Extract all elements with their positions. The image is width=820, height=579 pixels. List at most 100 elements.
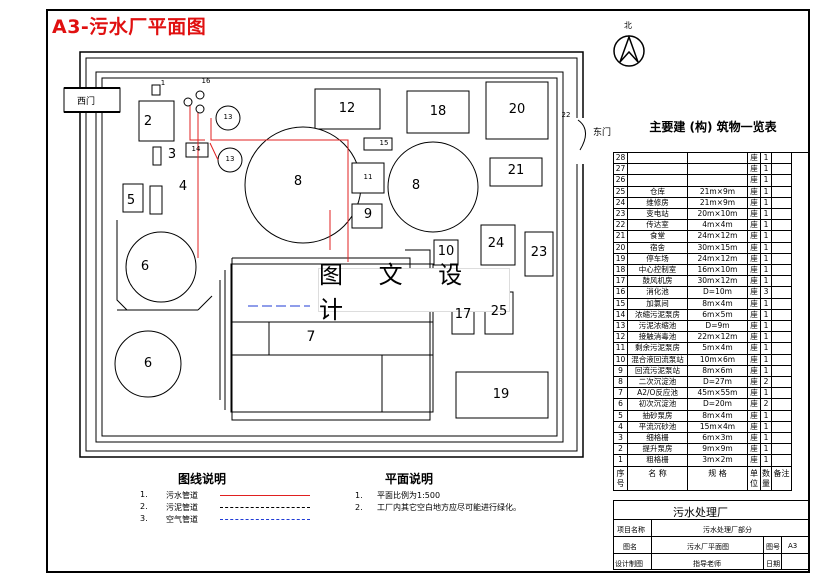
row-note xyxy=(772,433,792,445)
row-unit: 座 xyxy=(748,377,761,389)
no-value: A3 xyxy=(788,542,798,550)
row-name: 平流沉砂池 xyxy=(628,421,688,433)
note-text: 平面比例为1:500 xyxy=(377,491,441,500)
row-qty: 2 xyxy=(761,377,772,389)
table-head-cell: 序号 xyxy=(614,466,628,491)
row-note xyxy=(772,287,792,299)
row-spec: D=27m xyxy=(688,377,748,389)
structure-label: 10 xyxy=(437,244,455,260)
row-note xyxy=(772,388,792,400)
row-qty: 1 xyxy=(761,354,772,366)
svg-text:西门: 西门 xyxy=(77,95,95,107)
row-unit: 座 xyxy=(748,444,761,456)
structure-label: 20 xyxy=(508,102,526,118)
row-spec: 21m×9m xyxy=(688,197,748,209)
row-spec: D=20m xyxy=(688,399,748,411)
row-name: 停车场 xyxy=(628,253,688,265)
row-name: 剩余污泥泵房 xyxy=(628,343,688,355)
row-unit: 座 xyxy=(748,276,761,288)
row-name: 消化池 xyxy=(628,287,688,299)
table-head-cell: 备注 xyxy=(772,466,792,491)
site-structures xyxy=(114,81,554,419)
row-name: 提升泵房 xyxy=(628,444,688,456)
row-name: 仓库 xyxy=(628,186,688,198)
row-note xyxy=(772,455,792,467)
row-note xyxy=(772,164,792,176)
row-unit: 座 xyxy=(748,421,761,433)
row-qty: 1 xyxy=(761,343,772,355)
structure-label: 24 xyxy=(487,236,505,252)
row-note xyxy=(772,265,792,277)
row-note xyxy=(772,197,792,209)
row-qty: 3 xyxy=(761,287,772,299)
row-qty: 1 xyxy=(761,153,772,165)
row-name: 传达室 xyxy=(628,220,688,232)
structure-label: 17 xyxy=(454,307,472,323)
project-name: 污水处理厂 xyxy=(673,506,728,519)
structure-label: 12 xyxy=(338,101,356,117)
structure-label: 9 xyxy=(363,207,373,223)
row-no: 8 xyxy=(614,377,628,389)
table-head-cell: 数量 xyxy=(761,466,772,491)
legend-item: 2.污泥管道 xyxy=(140,502,310,514)
drawing-value: 污水厂平面图 xyxy=(687,543,729,551)
row-no: 14 xyxy=(614,309,628,321)
row-spec: 24m×12m xyxy=(688,231,748,243)
row-unit: 座 xyxy=(748,231,761,243)
north-arrow-icon: 北 xyxy=(613,21,645,67)
svg-text:北: 北 xyxy=(624,21,632,30)
row-note xyxy=(772,410,792,422)
row-unit: 座 xyxy=(748,153,761,165)
legend-number: 2. xyxy=(140,502,148,511)
row-name: 回流污泥泵站 xyxy=(628,365,688,377)
row-spec: 5m×4m xyxy=(688,343,748,355)
legend-number: 1. xyxy=(140,490,148,499)
row-no: 2 xyxy=(614,444,628,456)
row-unit: 座 xyxy=(748,343,761,355)
label-drawing: 图名 xyxy=(623,543,637,551)
row-no: 12 xyxy=(614,332,628,344)
row-qty: 1 xyxy=(761,433,772,445)
row-unit: 座 xyxy=(748,455,761,467)
row-no: 13 xyxy=(614,321,628,333)
legend-line xyxy=(220,495,310,496)
row-unit: 座 xyxy=(748,197,761,209)
row-unit: 座 xyxy=(748,309,761,321)
row-qty: 2 xyxy=(761,399,772,411)
row-name: 粗格栅 xyxy=(628,455,688,467)
row-qty: 1 xyxy=(761,388,772,400)
row-name: A2/O反应池 xyxy=(628,388,688,400)
row-no: 24 xyxy=(614,197,628,209)
row-note xyxy=(772,444,792,456)
table-title: 主要建 (构) 筑物一览表 xyxy=(649,120,777,134)
row-no: 26 xyxy=(614,175,628,187)
note-number: 2. xyxy=(355,503,363,512)
structure-label: 18 xyxy=(429,104,447,120)
structure-label: 4 xyxy=(178,179,188,195)
sludge-pipe xyxy=(116,220,431,421)
row-spec: 16m×10m xyxy=(688,265,748,277)
structure-label: 21 xyxy=(507,163,525,178)
row-unit: 座 xyxy=(748,209,761,221)
row-no: 21 xyxy=(614,231,628,243)
row-qty: 1 xyxy=(761,332,772,344)
row-note xyxy=(772,242,792,254)
row-note xyxy=(772,343,792,355)
row-note xyxy=(772,354,792,366)
row-qty: 1 xyxy=(761,242,772,254)
row-name: 鼓风机房 xyxy=(628,276,688,288)
row-no: 17 xyxy=(614,276,628,288)
valve-icon xyxy=(183,90,205,114)
structure-label: 5 xyxy=(126,193,136,209)
legend-number: 3. xyxy=(140,514,148,523)
row-unit: 座 xyxy=(748,175,761,187)
row-note xyxy=(772,186,792,198)
row-spec: 10m×6m xyxy=(688,354,748,366)
row-unit: 座 xyxy=(748,365,761,377)
row-no: 7 xyxy=(614,388,628,400)
east-gate: 东门 xyxy=(571,118,611,164)
row-qty: 1 xyxy=(761,197,772,209)
row-no: 22 xyxy=(614,220,628,232)
row-spec: D=10m xyxy=(688,287,748,299)
